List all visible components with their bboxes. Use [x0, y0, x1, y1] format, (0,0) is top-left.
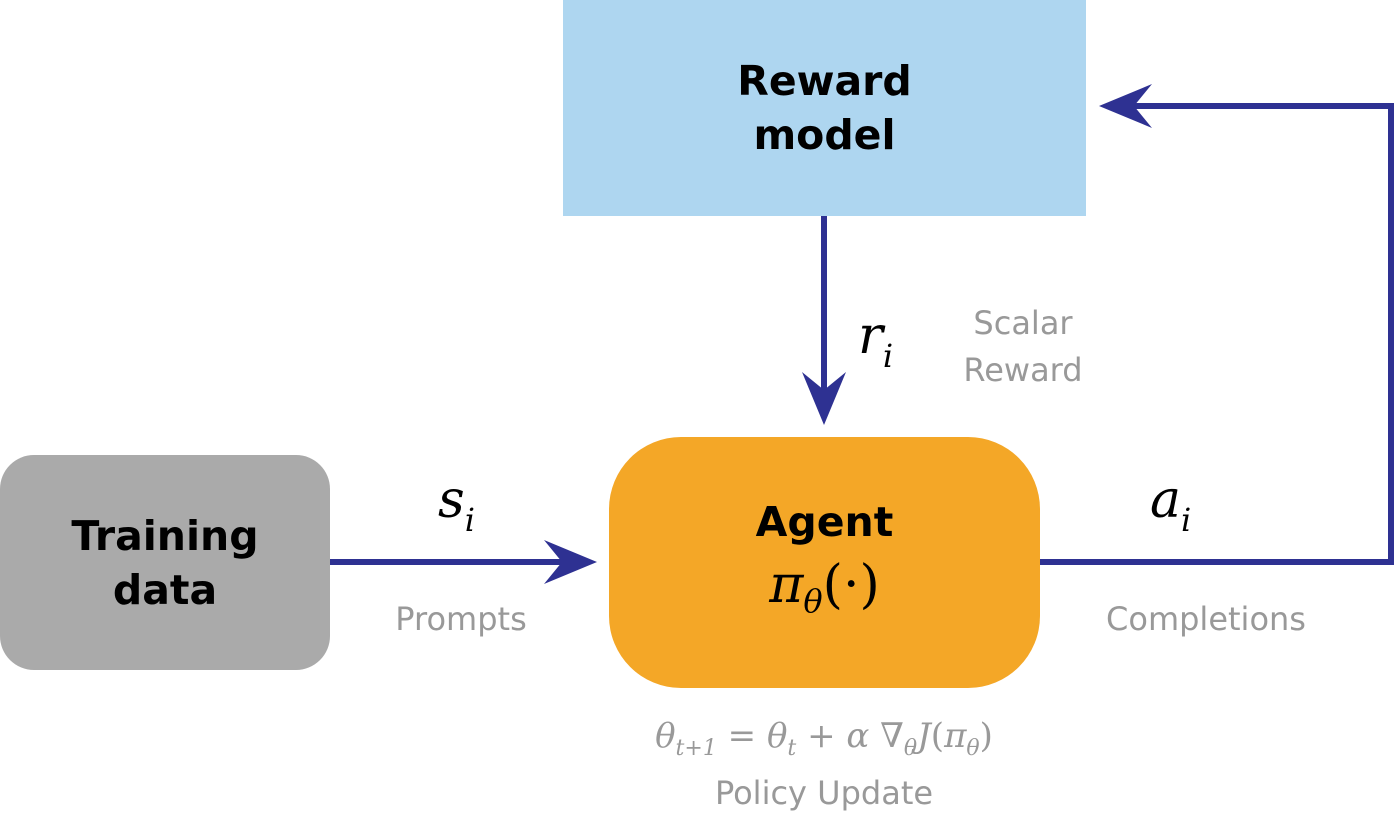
- prompts-symbol-main: s: [438, 470, 465, 530]
- policy-arg: (·): [822, 554, 880, 615]
- agent-box: Agent πθ(·): [609, 437, 1040, 688]
- completions-arrowhead: [1099, 84, 1152, 128]
- completions-arrow-shaft: [1040, 103, 1394, 565]
- reward-symbol-main: r: [858, 306, 883, 366]
- reward-arrowhead: [802, 372, 846, 425]
- scalar-reward-label: Scalar Reward: [948, 300, 1098, 394]
- prompts-arrowhead: [544, 540, 597, 584]
- training-data-label-line2: data: [112, 565, 218, 614]
- policy-update-label: Policy Update: [714, 774, 934, 812]
- eq-theta-t1: θt+1: [655, 716, 717, 761]
- reward-model-box: Reward model: [563, 0, 1086, 216]
- policy-update-equation: θt+1 = θt + α ∇θJ(πθ): [655, 716, 993, 761]
- policy-theta: θ: [803, 581, 823, 620]
- agent-label: Agent: [755, 497, 894, 546]
- reward-symbol-sub: i: [882, 337, 894, 375]
- training-data-box: Training data: [0, 455, 330, 670]
- policy-pi: π: [769, 554, 804, 615]
- completions-symbol: ai: [1150, 474, 1191, 536]
- reward-model-label-line1: Reward: [737, 57, 912, 105]
- reward-model-label-line2: model: [753, 111, 896, 159]
- scalar-reward-label-line2: Reward: [963, 351, 1083, 389]
- completions-label: Completions: [1106, 600, 1306, 638]
- scalar-reward-label-line1: Scalar: [973, 304, 1073, 342]
- reward-symbol: ri: [858, 310, 893, 372]
- completions-symbol-sub: i: [1181, 501, 1192, 539]
- training-data-label-line1: Training: [71, 511, 259, 560]
- prompts-label: Prompts: [395, 600, 527, 638]
- agent-policy-symbol: πθ(·): [769, 553, 880, 633]
- prompts-symbol: si: [438, 474, 475, 536]
- completions-symbol-main: a: [1150, 470, 1182, 530]
- prompts-symbol-sub: i: [464, 501, 475, 539]
